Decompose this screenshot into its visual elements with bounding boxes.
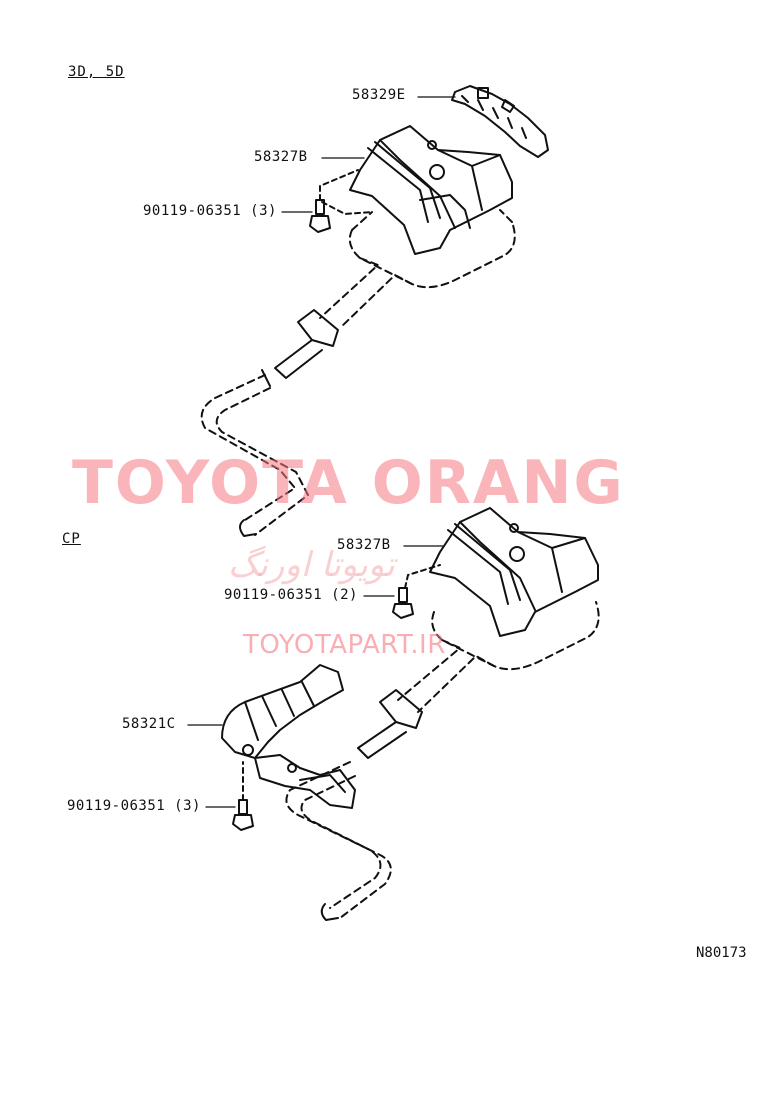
insulator-58321c-shape <box>221 664 356 809</box>
part-label-58321c: 58321C <box>122 716 176 732</box>
pipe-ends-upper <box>239 369 271 537</box>
insulator-58327b-lower-shape <box>429 507 599 637</box>
muffler-upper-shape <box>319 209 516 329</box>
bolt-lower-shape <box>232 799 254 831</box>
bolt-lower-mid-shape <box>392 587 414 619</box>
watermark-site: TOYOTAPART.IR <box>243 630 446 660</box>
section-label-upper: 3D, 5D <box>68 64 125 80</box>
muffler-lower-shape <box>397 601 600 713</box>
watermark-brand: TOYOTA ORANG <box>72 448 625 518</box>
flange-lower-shape <box>357 689 423 759</box>
part-label-58329e: 58329E <box>352 87 406 103</box>
part-label-bolt-lower: 90119-06351 (3) <box>67 798 201 814</box>
part-label-58327b-lower: 58327B <box>337 537 391 553</box>
watermark-persian: تویوتا اورنگ <box>228 545 395 585</box>
upper-assembly <box>200 85 549 537</box>
part-label-58327b-upper: 58327B <box>254 149 308 165</box>
leader-lines <box>187 96 456 808</box>
part-label-bolt-upper: 90119-06351 (3) <box>143 203 277 219</box>
flange-upper-shape <box>274 309 339 379</box>
pipe-lower-shape <box>285 761 392 919</box>
pipe-ends-lower <box>320 903 339 921</box>
insulator-58327b-upper-shape <box>349 125 513 255</box>
part-label-bolt-lower-mid: 90119-06351 (2) <box>224 587 358 603</box>
pipe-upper-shape <box>200 374 309 536</box>
lower-assembly <box>221 507 600 921</box>
bolt-upper-leader <box>319 169 359 201</box>
figure-id: N80173 <box>696 945 747 961</box>
section-label-lower: CP <box>62 531 81 547</box>
insulator-58329e-shape <box>451 85 549 158</box>
